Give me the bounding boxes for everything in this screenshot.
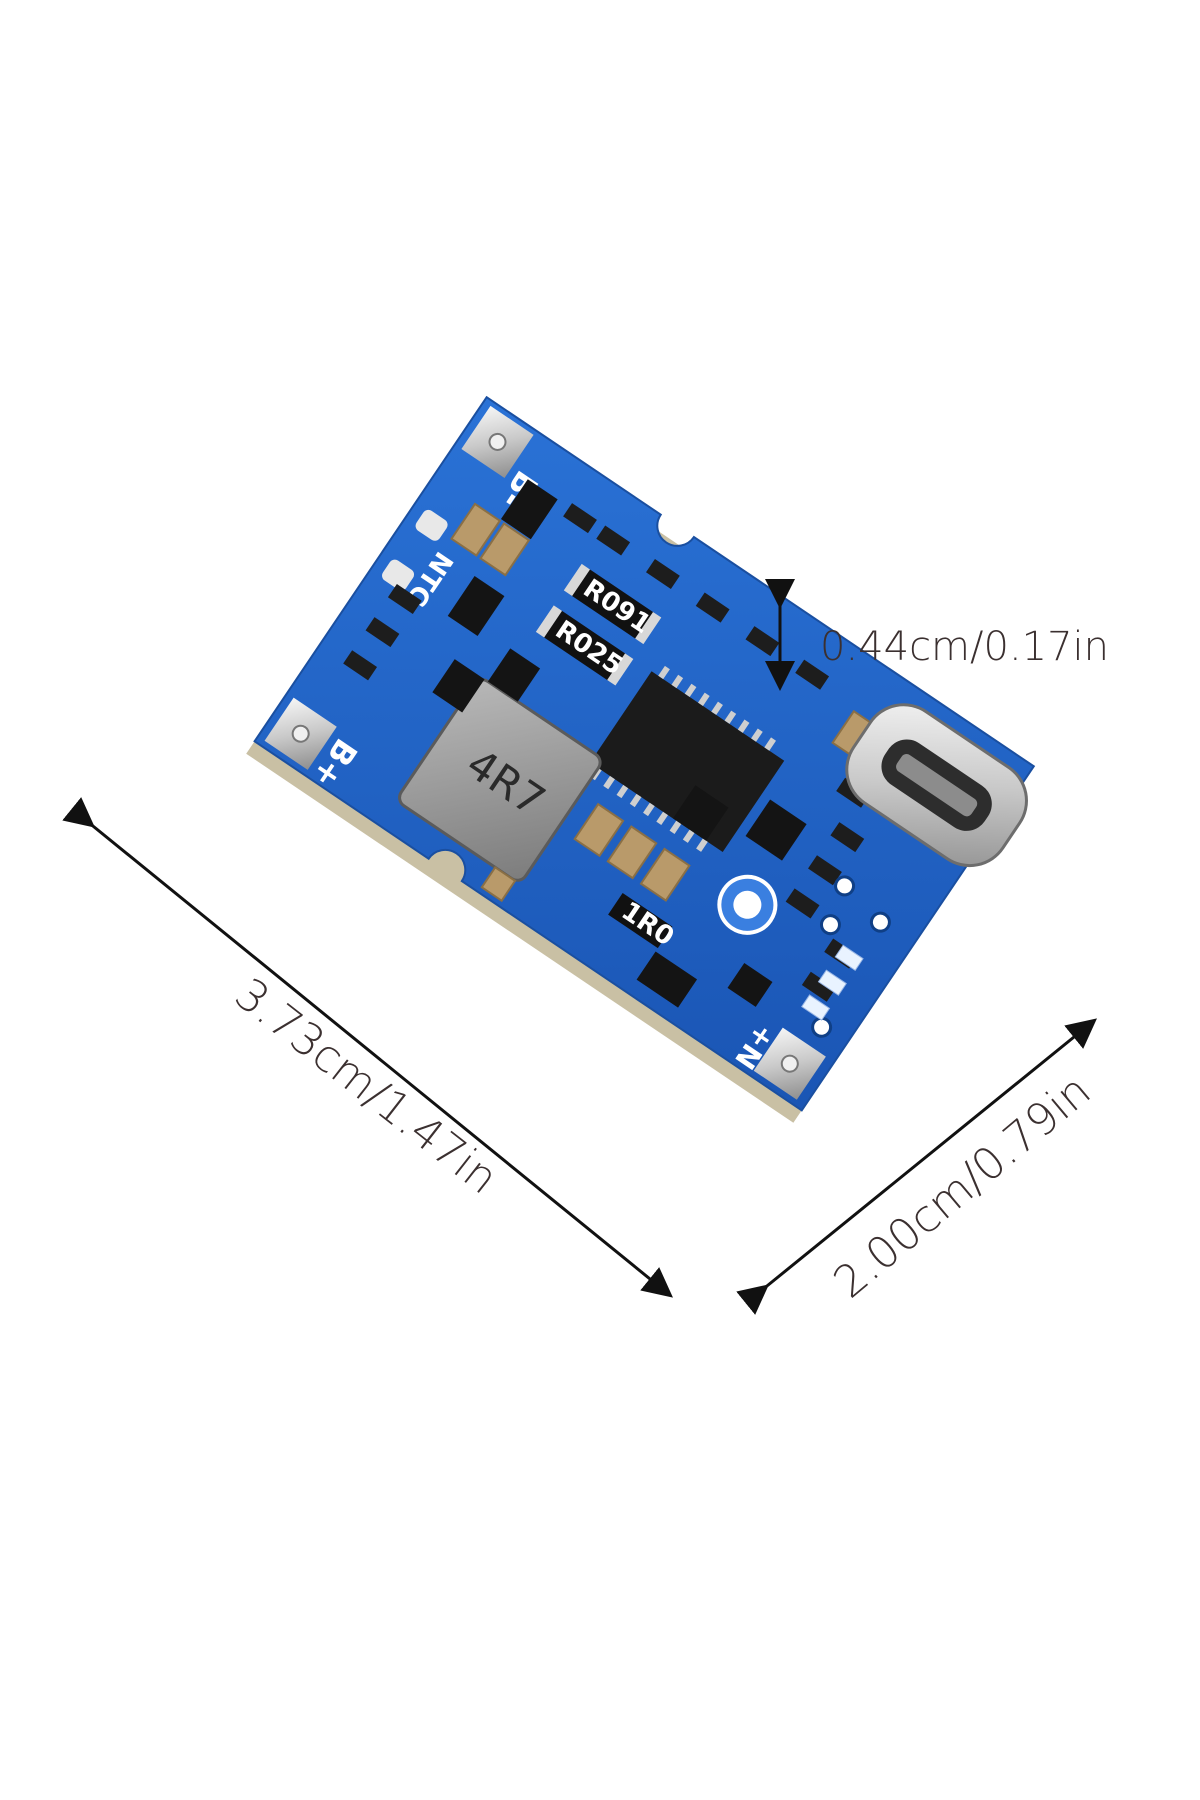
pad-b-plus <box>264 697 337 770</box>
usb-c-connector <box>845 703 1028 868</box>
width-label: 2.00cm/0.79in <box>824 1065 1100 1308</box>
length-label: 3.73cm/1.47in <box>225 968 507 1204</box>
status-leds <box>801 944 864 1021</box>
ntc-pad-2 <box>382 559 415 591</box>
dimension-thickness: 0.44cm/0.17in <box>765 579 1109 691</box>
pcb-board: B- B+ NTC +N 4R7 <box>246 395 1036 1123</box>
mounting-hole <box>717 874 778 935</box>
pad-b-minus <box>461 405 534 479</box>
thickness-label: 0.44cm/0.17in <box>820 624 1109 670</box>
length-arrow <box>62 797 673 1298</box>
width-arrow <box>736 1018 1097 1315</box>
ntc-pad-1 <box>415 509 448 541</box>
